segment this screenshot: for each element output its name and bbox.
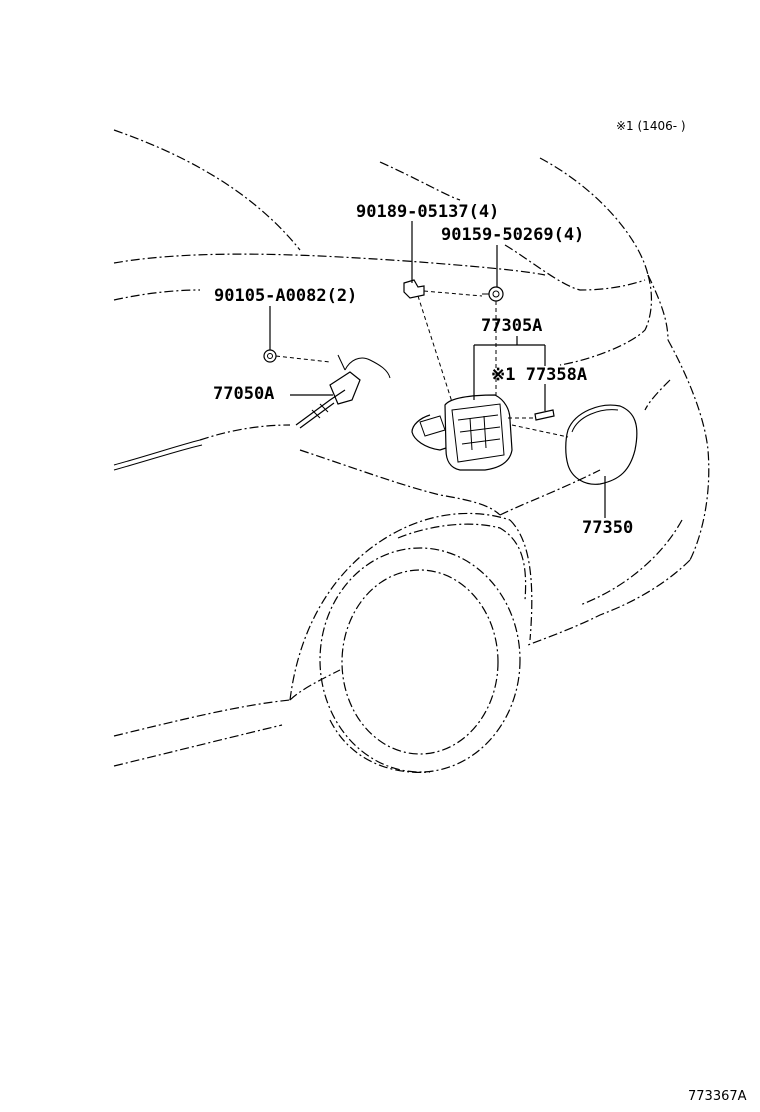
fuel-lid-drawing (565, 404, 638, 485)
fuel-housing-drawing (411, 394, 555, 471)
part-label-90189-05137[interactable]: 90189-05137(4) (356, 202, 500, 222)
vehicle-body-outline (113, 129, 710, 773)
screw-part-drawing (403, 279, 425, 299)
part-label-90105-a0082[interactable]: 90105-A0082(2) (214, 286, 358, 306)
cable-part-drawing (295, 354, 391, 429)
assembly-lines (275, 290, 569, 438)
effectivity-note: ※1 (1406- ) (616, 119, 686, 133)
clip-part-drawing (263, 349, 277, 363)
part-label-77350[interactable]: 77350 (582, 518, 634, 538)
part-label-77050a[interactable]: 77050A (213, 384, 275, 404)
leader-lines (269, 221, 606, 518)
figure-id: 773367A (688, 1089, 747, 1104)
part-label-90159-50269[interactable]: 90159-50269(4) (441, 225, 585, 245)
bolt-part-drawing (482, 286, 504, 302)
part-label-77358a[interactable]: ※1 77358A (491, 365, 588, 385)
part-label-77305a[interactable]: 77305A (481, 316, 543, 336)
